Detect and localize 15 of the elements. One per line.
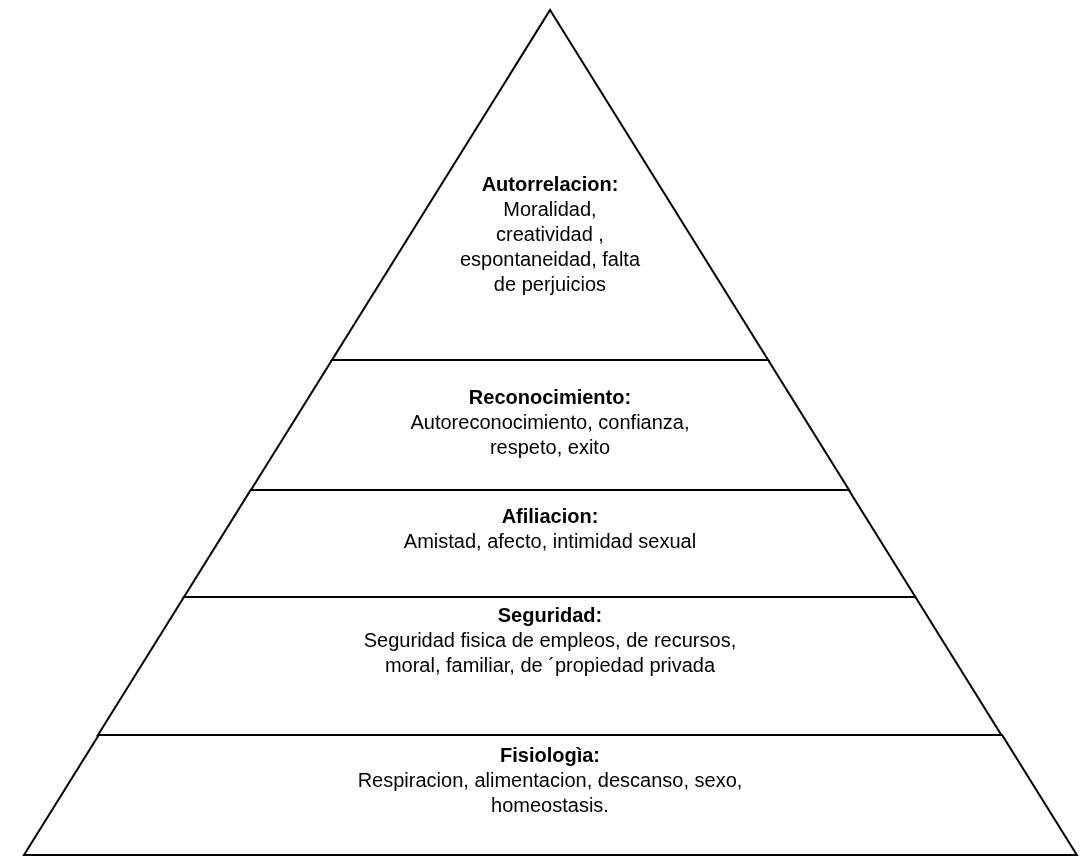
pyramid-level	[250, 360, 850, 490]
level-heading: Reconocimiento:	[467, 385, 633, 410]
level-description: Respiracion, alimentacion, descanso, sexo, homeostasis.	[356, 768, 744, 818]
pyramid-level	[98, 597, 1002, 735]
level-description: Amistad, afecto, intimidad sexual	[402, 529, 698, 554]
level-description: Seguridad fisica de empleos, de recursos, moral, familiar, de ´propiedad privada	[362, 628, 738, 678]
pyramid-level	[331, 10, 769, 360]
pyramid-level	[184, 490, 916, 597]
level-description: Autoreconocimiento, confianza, respeto, exito	[409, 410, 691, 460]
level-heading: Afiliacion:	[500, 504, 600, 529]
level-description: Moralidad, creatividad , espontaneidad, falta de perjuicios	[458, 197, 642, 297]
pyramid-level	[23, 735, 1077, 855]
level-heading: Seguridad:	[496, 603, 604, 628]
level-heading: Autorrelacion:	[480, 172, 620, 197]
level-heading: Fisiologìa:	[499, 743, 601, 768]
